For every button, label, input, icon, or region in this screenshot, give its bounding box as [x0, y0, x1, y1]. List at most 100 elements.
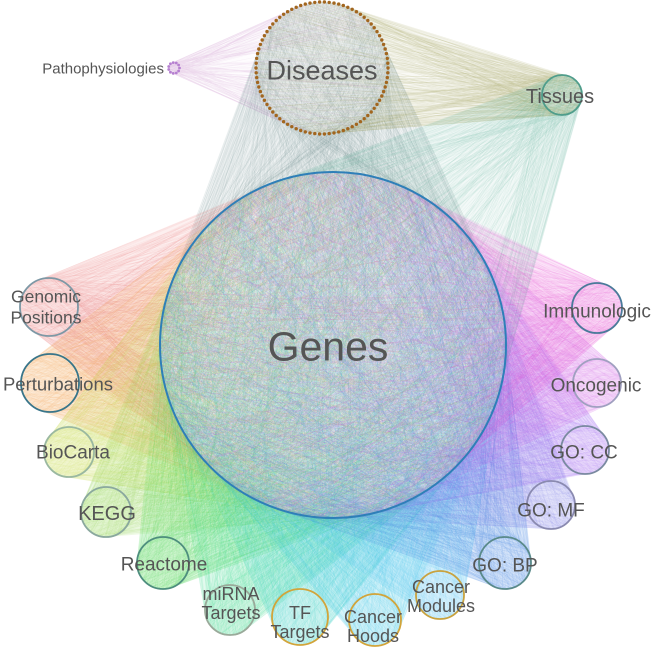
- edge-bundle: [159, 1, 507, 519]
- cluster-dot: [332, 1, 336, 5]
- cluster-dot: [327, 0, 331, 5]
- edge-bundle: [43, 171, 506, 517]
- cluster-dot: [169, 70, 172, 74]
- edge-bundle: [168, 2, 389, 134]
- edge-bundle: [160, 2, 507, 518]
- edge-bundle: [160, 172, 531, 590]
- label-cancer-modules: Modules: [407, 596, 475, 616]
- cluster-dot: [346, 5, 350, 9]
- cluster-dot: [375, 29, 379, 34]
- node-kegg[interactable]: [80, 486, 132, 538]
- cluster-dot: [290, 7, 294, 11]
- label-cancer-modules: Cancer: [412, 577, 470, 597]
- edge-bundle: [160, 171, 622, 519]
- cluster-dot: [354, 10, 359, 14]
- edge-bundle: [160, 2, 507, 515]
- cluster-dot: [169, 62, 172, 66]
- edge-bundle: [163, 172, 507, 635]
- edge-bundle: [163, 1, 504, 518]
- label-perturbations: Perturbations: [3, 373, 113, 394]
- node-go-bp[interactable]: [478, 536, 532, 590]
- node-genes[interactable]: [159, 171, 507, 519]
- edge-bundle: [159, 1, 507, 519]
- edge-wash-outer-go-mf-genes: [160, 172, 575, 529]
- node-go-cc[interactable]: [560, 425, 610, 475]
- node-biocarta[interactable]: [43, 426, 95, 478]
- edge-bundle: [159, 172, 623, 518]
- edge-bundle: [20, 171, 506, 519]
- edge-bundle: [160, 172, 610, 518]
- edge-bundle: [159, 172, 507, 620]
- label-tissues: Tissues: [526, 86, 594, 108]
- edge-fan-tf-targets-genes: [159, 171, 507, 646]
- edge-bundle: [159, 1, 507, 519]
- node-perturbations[interactable]: [20, 353, 80, 413]
- cluster-dot: [366, 113, 370, 118]
- node-tf-targets[interactable]: [271, 588, 329, 646]
- edge-bundle: [80, 171, 506, 538]
- label-cancer-hoods: Hoods: [347, 626, 399, 646]
- cluster-dot: [375, 102, 379, 107]
- node-oncogenic[interactable]: [572, 358, 622, 408]
- edge-bundle: [159, 2, 507, 518]
- edge-bundle: [159, 1, 506, 513]
- cluster-dot: [274, 113, 278, 118]
- cluster-dot: [380, 38, 384, 42]
- node-go-mf[interactable]: [526, 480, 576, 530]
- edge-bundle: [160, 172, 610, 517]
- cluster-dot: [290, 125, 294, 129]
- edge-bundle: [21, 172, 506, 518]
- edge-bundle: [160, 1, 507, 517]
- edge-bundle: [20, 172, 507, 519]
- edge-fan-tissues-diseases: [255, 1, 583, 135]
- label-genomic-positions: Positions: [10, 308, 81, 328]
- cluster-dot: [254, 61, 258, 65]
- edge-bundle: [160, 176, 532, 590]
- cluster-dot: [313, 131, 317, 136]
- edge-bundle: [160, 75, 583, 518]
- edge-wash-outer-tf-targets-genes: [160, 172, 506, 645]
- cluster-dot: [385, 75, 389, 80]
- label-pathophysiologies: Pathophysiologies: [42, 60, 164, 77]
- edge-bundle: [159, 173, 507, 646]
- edge-bundle: [255, 3, 582, 134]
- node-reactome[interactable]: [136, 536, 190, 590]
- cluster-dot: [322, 132, 327, 136]
- node-diseases[interactable]: [254, 0, 390, 136]
- edge-fan-pathophysiologies-diseases: [168, 1, 389, 135]
- cluster-dot: [278, 15, 282, 19]
- edge-bundle: [159, 171, 623, 517]
- edge-bundle: [168, 1, 388, 134]
- cluster-dot: [308, 1, 312, 5]
- cluster-dot: [337, 2, 341, 6]
- edge-bundle: [159, 172, 576, 530]
- edge-bundle: [159, 172, 506, 636]
- node-cancer-modules[interactable]: [415, 570, 465, 620]
- node-mirna-targets[interactable]: [204, 584, 256, 636]
- edge-bundle: [80, 171, 506, 537]
- cluster-dot: [271, 22, 275, 26]
- cluster-dot: [346, 127, 350, 131]
- edge-bundle: [19, 171, 507, 518]
- edge-bundle: [80, 171, 506, 538]
- edge-bundle: [160, 2, 505, 519]
- edge-bundle: [80, 171, 506, 538]
- node-tissues[interactable]: [541, 74, 583, 116]
- edge-bundle: [137, 172, 507, 590]
- edge-bundle: [160, 2, 507, 519]
- node-immunologic[interactable]: [571, 282, 623, 334]
- node-genomic-positions[interactable]: [19, 277, 79, 337]
- node-pathophysiologies[interactable]: [167, 61, 181, 75]
- cluster-dot: [358, 120, 363, 124]
- edge-bundle: [159, 2, 505, 518]
- node-cancer-hoods[interactable]: [348, 593, 402, 647]
- label-go-bp: GO: BP: [472, 556, 537, 577]
- cluster-dot: [385, 56, 389, 61]
- edge-bundle: [159, 74, 582, 518]
- cluster-dot: [327, 131, 331, 136]
- edge-bundle: [160, 172, 623, 514]
- edge-bundle: [159, 171, 576, 530]
- edge-bundle: [164, 171, 507, 619]
- cluster-dot: [337, 130, 341, 134]
- edge-bundle: [164, 171, 506, 646]
